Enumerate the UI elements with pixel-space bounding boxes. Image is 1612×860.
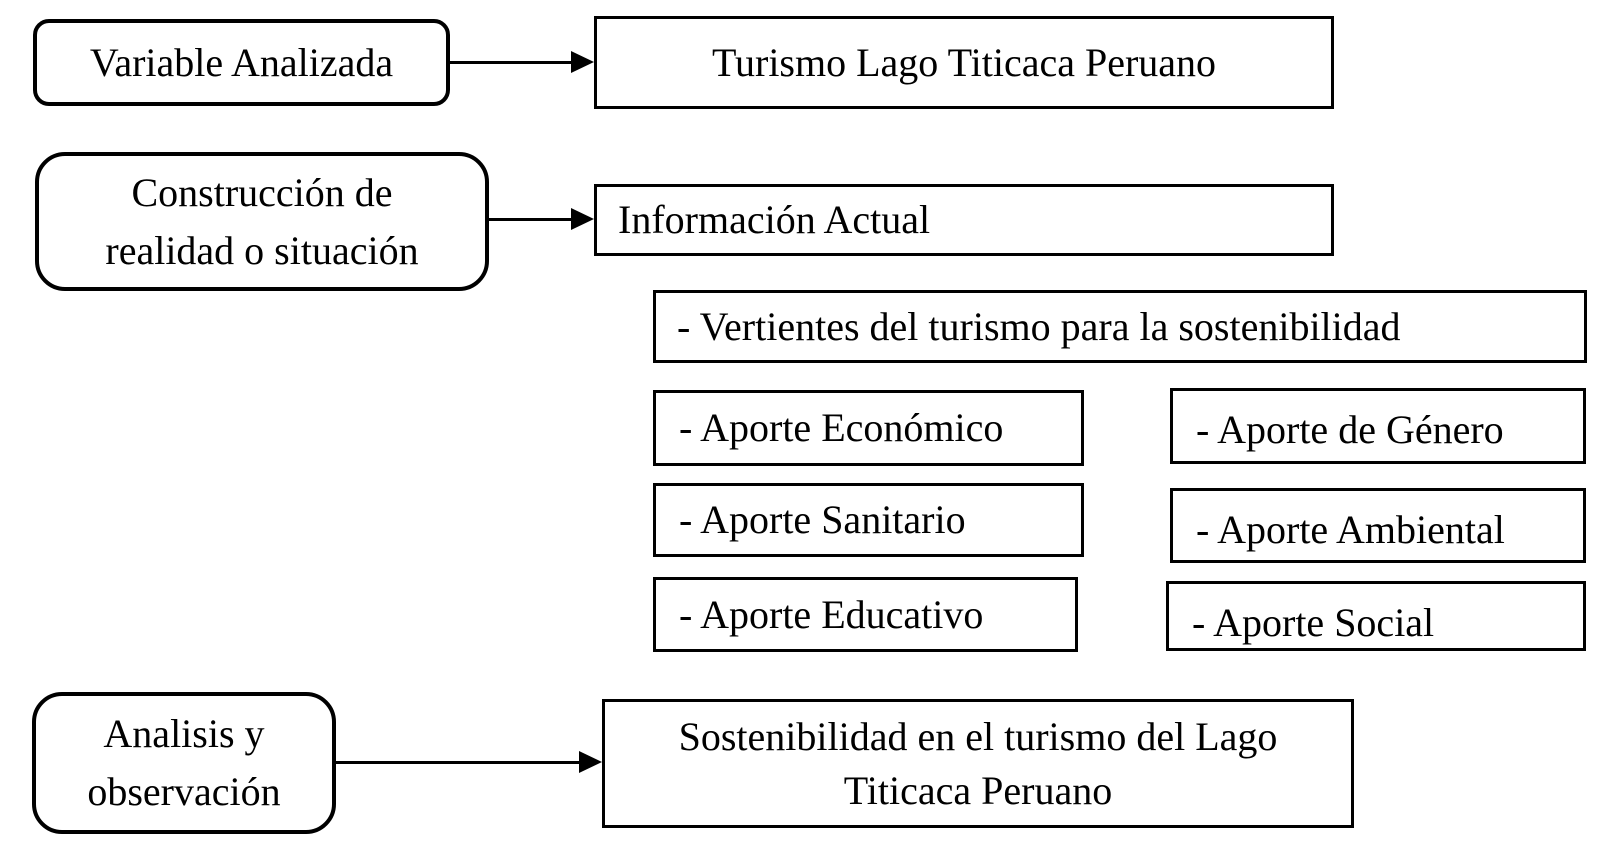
node-aporte-social: - Aporte Social [1166, 581, 1586, 651]
arrow-shaft [336, 760, 582, 764]
arrow-shaft [450, 60, 574, 64]
node-turismo-lago-titicaca: Turismo Lago Titicaca Peruano [594, 16, 1334, 109]
node-analisis-observacion: Analisis y observación [32, 692, 336, 834]
arrow-shaft [489, 217, 574, 221]
node-construccion-realidad: Construcción de realidad o situación [35, 152, 489, 291]
node-aporte-educativo: - Aporte Educativo [653, 577, 1078, 652]
arrow-head [571, 208, 594, 230]
node-sostenibilidad-turismo-lago: Sostenibilidad en el turismo del Lago Ti… [602, 699, 1354, 828]
node-variable-analizada: Variable Analizada [33, 19, 450, 106]
node-aporte-sanitario: - Aporte Sanitario [653, 483, 1084, 557]
node-aporte-economico: - Aporte Económico [653, 390, 1084, 466]
arrow-head [579, 751, 602, 773]
node-vertientes-turismo-sostenibilidad: - Vertientes del turismo para la sosteni… [653, 290, 1587, 363]
node-informacion-actual: Información Actual [594, 184, 1334, 256]
node-aporte-genero: - Aporte de Género [1170, 388, 1586, 464]
arrow-head [571, 51, 594, 73]
node-aporte-ambiental: - Aporte Ambiental [1170, 488, 1586, 563]
